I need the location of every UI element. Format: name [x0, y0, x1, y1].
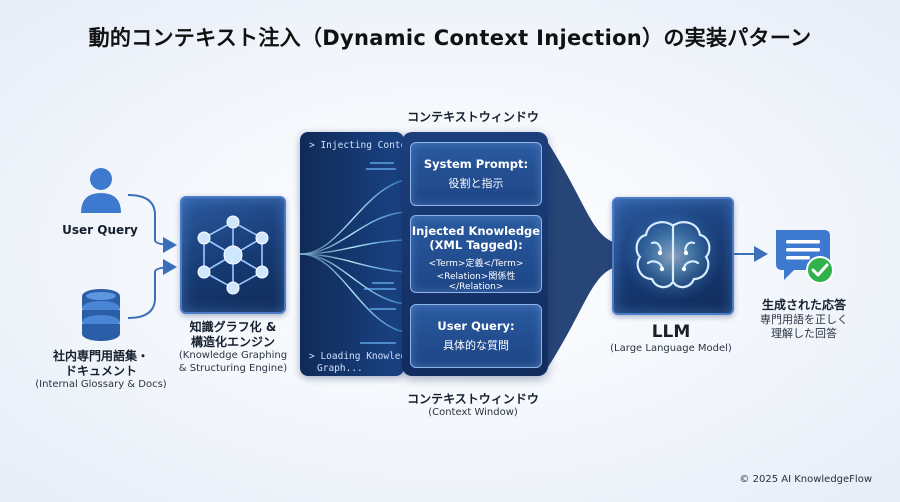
glossary-label-jp-2: ドキュメント: [64, 364, 137, 378]
injected-knowledge-title-2: (XML Tagged):: [429, 238, 523, 252]
context-window-label-bottom: コンテキストウィンドウ (Context Window): [388, 392, 558, 420]
answer-label: 生成された応答 専門用語を正しく 理解した回答: [734, 298, 874, 341]
context-card-injected-knowledge: Injected Knowledge (XML Tagged): <Term>定…: [410, 215, 542, 293]
answer-desc-1: 専門用語を正しく: [760, 313, 848, 326]
llm-title: LLM: [651, 322, 691, 342]
system-prompt-title: System Prompt:: [423, 157, 529, 171]
data-stream-panel: [300, 132, 404, 376]
user-query-label: User Query: [62, 223, 138, 237]
glossary-label-en: (Internal Glossary & Docs): [35, 379, 167, 390]
arrow-user-to-engine: [127, 194, 177, 253]
database-icon: [82, 289, 120, 341]
engine-box: [180, 196, 286, 314]
injected-knowledge-title-1: Injected Knowledge: [411, 224, 541, 238]
arrow-glossary-to-engine: [127, 259, 177, 319]
context-user-query-text: 具体的な質問: [443, 339, 509, 352]
answer-desc-2: 理解した回答: [771, 326, 837, 340]
context-window-label-top: コンテキストウィンドウ: [407, 110, 539, 124]
chat-check-icon: [776, 230, 834, 284]
engine-label-jp-2: 構造化エンジン: [190, 335, 275, 349]
answer-title: 生成された応答: [761, 298, 846, 312]
stream-injecting-text: > Injecting Context...: [309, 140, 435, 151]
stream-loading-text-2: Graph...: [317, 363, 363, 374]
context-card-user-query: User Query: 具体的な質問: [410, 304, 542, 368]
glossary-label-jp-1: 社内専門用語集・: [52, 349, 149, 363]
engine-label-en-1: (Knowledge Graphing: [178, 350, 288, 361]
brain-icon: [623, 210, 723, 302]
llm-subtitle: (Large Language Model): [610, 343, 732, 355]
context-user-query-title: User Query:: [437, 319, 515, 333]
page-title: 動的コンテキスト注入（Dynamic Context Injection）の実装…: [88, 26, 812, 50]
glossary-label: 社内専門用語集・ ドキュメント (Internal Glossary & Doc…: [28, 349, 174, 392]
knowledge-graph-icon: [197, 215, 269, 295]
llm-box: [612, 197, 734, 315]
context-card-system-prompt: System Prompt: 役割と指示: [410, 142, 542, 206]
context-window-label-bottom-en: (Context Window): [428, 407, 518, 418]
injected-knowledge-line-1: <Term>定義</Term>: [428, 259, 524, 269]
user-icon: [81, 168, 121, 213]
footer-copyright: © 2025 AI KnowledgeFlow: [739, 474, 872, 485]
data-stream-beams: [300, 162, 404, 344]
injected-knowledge-line-2: <Relation>関係性</Relation>: [436, 272, 516, 292]
engine-label-jp-1: 知識グラフ化 &: [189, 320, 277, 334]
system-prompt-text: 役割と指示: [448, 177, 504, 190]
context-window-label-bottom-jp: コンテキストウィンドウ: [407, 392, 539, 406]
engine-label: 知識グラフ化 & 構造化エンジン (Knowledge Graphing & S…: [160, 320, 306, 375]
llm-label: LLM (Large Language Model): [596, 322, 746, 356]
funnel-context-to-llm: [545, 138, 613, 372]
stream-loading-text-1: > Loading Knowledge: [309, 351, 418, 362]
engine-label-en-2: & Structuring Engine): [178, 362, 288, 374]
